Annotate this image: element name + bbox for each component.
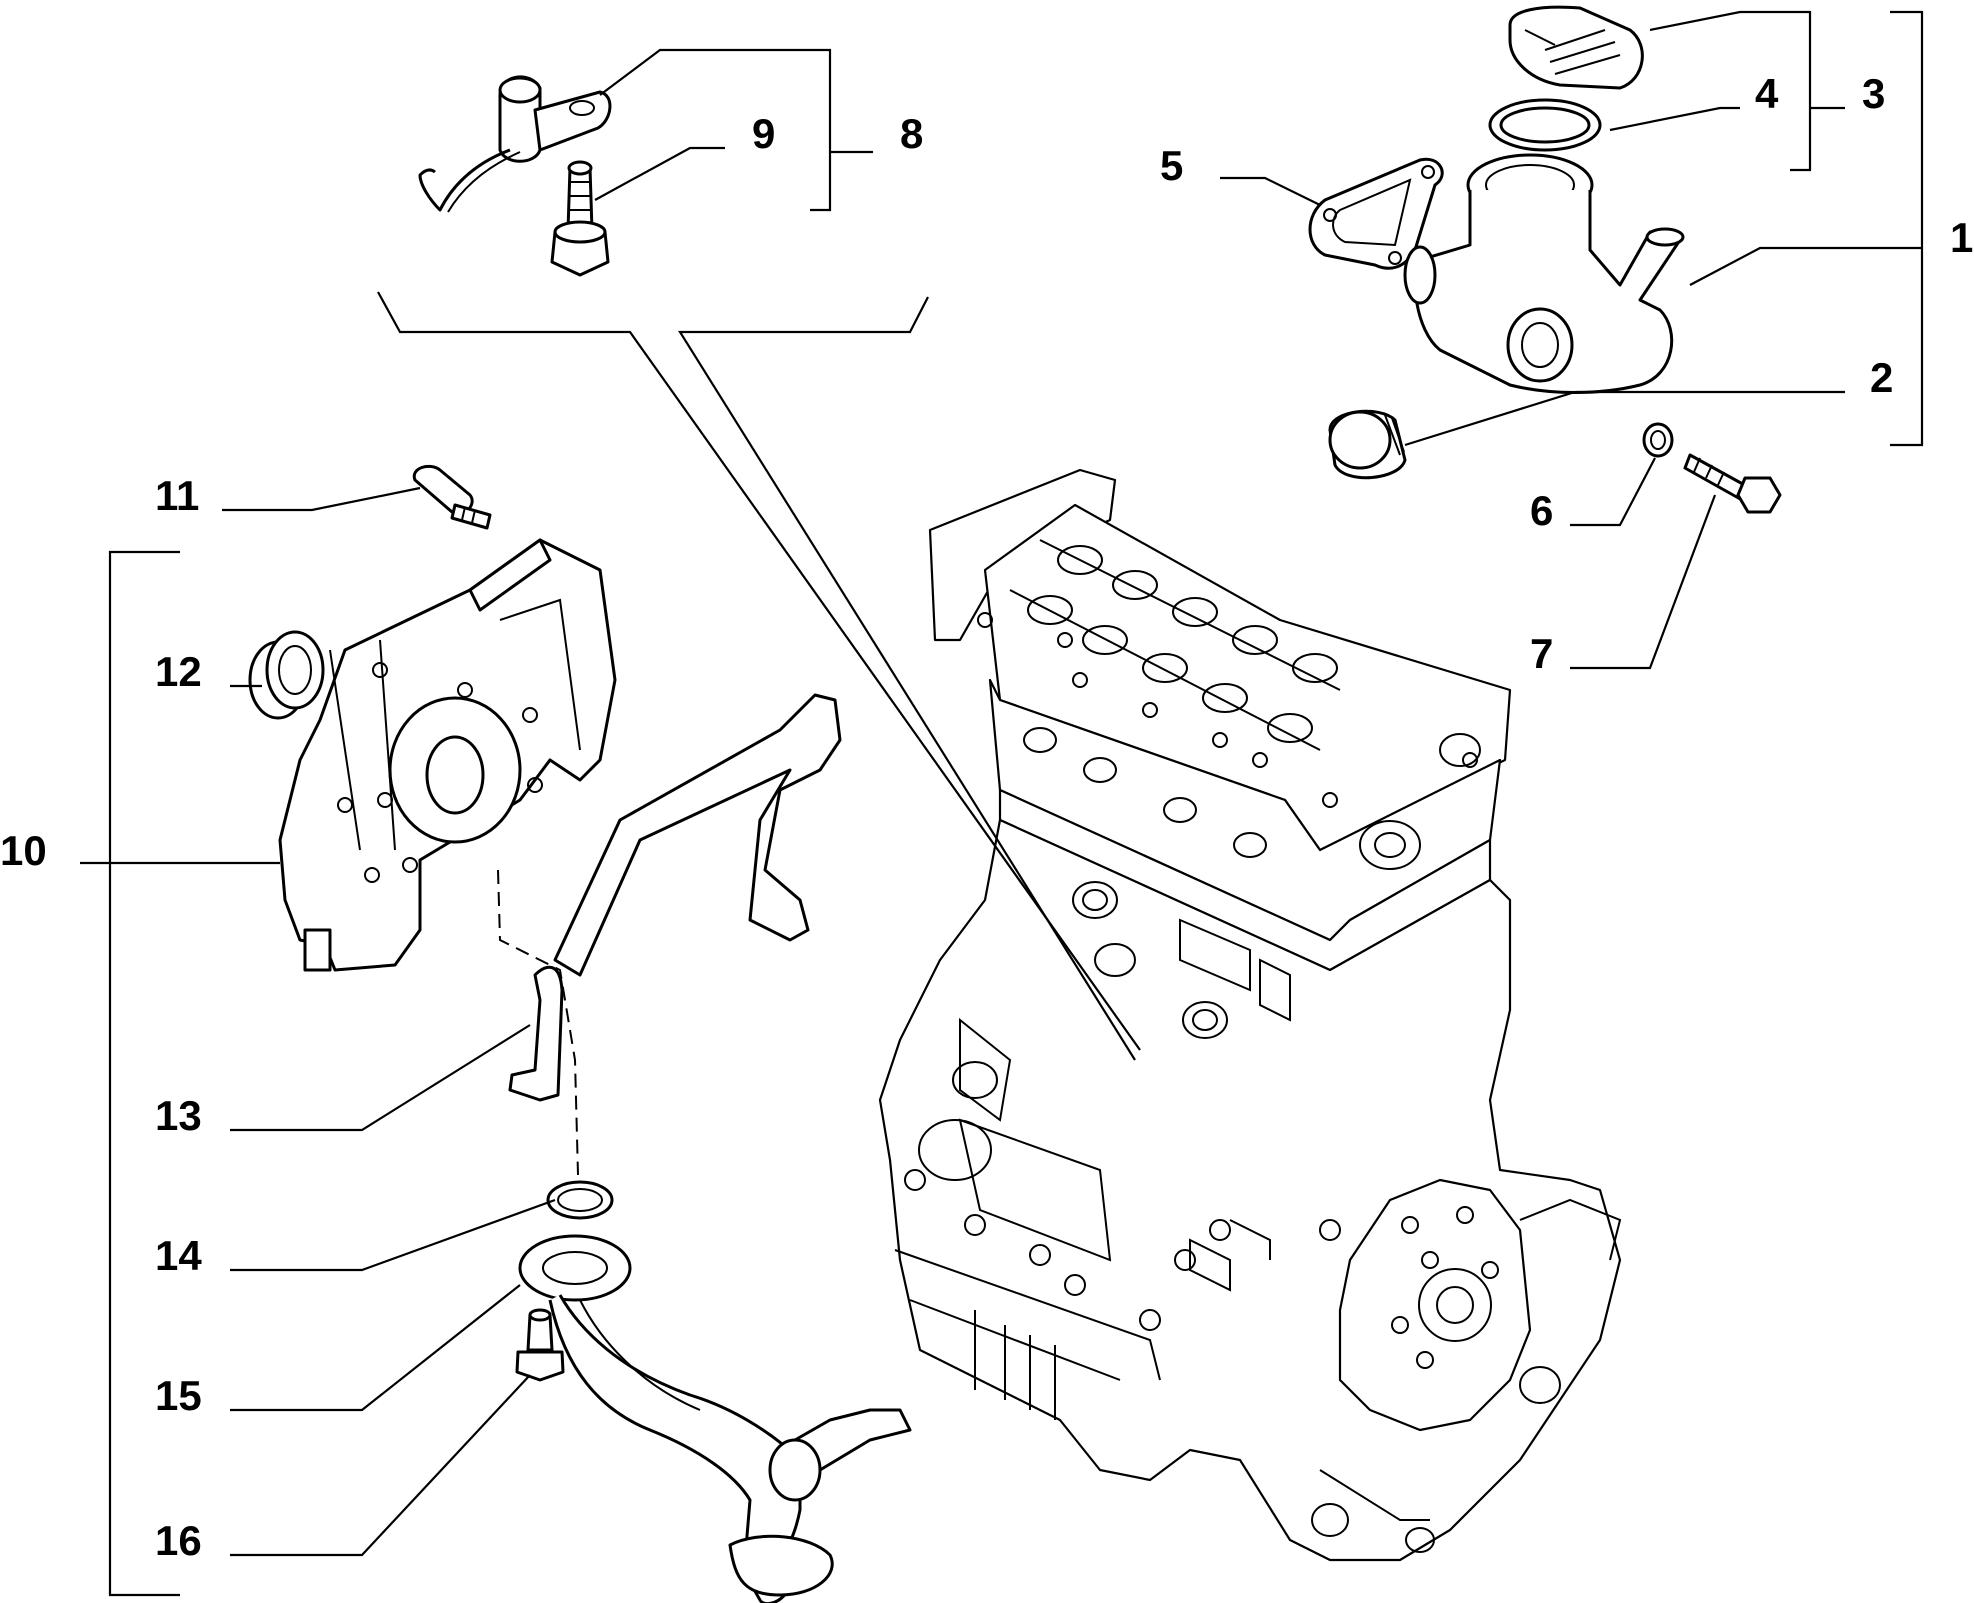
part-2-plug [1328, 409, 1407, 480]
part-1-thermostat-housing [1403, 153, 1685, 394]
part-9-banjo-bolt [550, 160, 610, 277]
part-6-washer [1642, 422, 1674, 458]
leader-lines [80, 10, 1924, 1597]
label-2: 2 [1870, 354, 1893, 401]
label-14: 14 [155, 1232, 202, 1279]
label-8: 8 [900, 110, 923, 157]
label-6: 6 [1530, 487, 1553, 534]
label-1: 1 [1950, 214, 1973, 261]
label-4: 4 [1755, 70, 1779, 117]
label-3: 3 [1862, 70, 1885, 117]
part-3-cap-assembly [1508, 5, 1644, 90]
label-9: 9 [752, 110, 775, 157]
label-7: 7 [1530, 630, 1553, 677]
part-16-bolt [515, 1308, 565, 1382]
label-11: 11 [155, 472, 199, 519]
part-13-gasket [508, 693, 842, 1102]
part-7-bolt [1683, 453, 1782, 514]
part-12-oil-seal [248, 630, 325, 720]
part-4-seal-ring [1488, 98, 1602, 152]
label-15: 15 [155, 1372, 202, 1419]
part-14-o-ring [546, 1180, 614, 1220]
label-10: 10 [0, 827, 47, 874]
label-13: 13 [155, 1092, 202, 1139]
label-12: 12 [155, 648, 202, 695]
part-15-strainer-pipe [518, 1234, 912, 1603]
part-8-oil-jet-assembly [418, 75, 612, 213]
engine-block [878, 468, 1622, 1562]
label-16: 16 [155, 1517, 202, 1564]
alignment-dashed-line [497, 869, 579, 1176]
part-5-gasket [1308, 157, 1444, 270]
part-11-bolt [412, 464, 492, 530]
label-5: 5 [1160, 142, 1183, 189]
part-10-oil-pump [278, 538, 617, 972]
